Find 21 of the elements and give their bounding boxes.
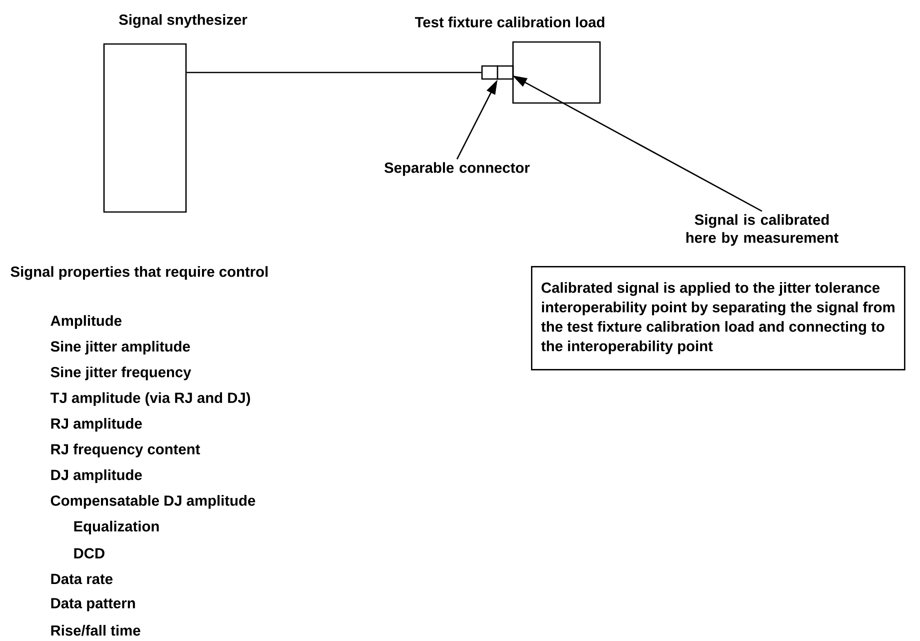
list-heading: Signal properties that require control xyxy=(10,266,268,280)
connector-drawing xyxy=(481,65,514,80)
list-item: Amplitude xyxy=(50,315,122,329)
note-box: Calibrated signal is applied to the jitter tolerance interoperability point by separating the signal from the test fixture calibration load and connecting to the interoperability point xyxy=(531,266,906,370)
callout-text: Separable connector xyxy=(384,162,530,176)
list-item: Compensatable DJ amplitude xyxy=(50,495,256,509)
list-item: DJ amplitude xyxy=(51,469,142,484)
callout-text: Signal is calibrated here by measurement xyxy=(686,214,838,246)
list-item: Sine jitter frequency xyxy=(50,366,192,380)
list-item: Equalization xyxy=(74,520,159,534)
list-item: TJ amplitude (via RJ and DJ) xyxy=(50,392,250,406)
list-item: RJ frequency content xyxy=(51,444,200,458)
list-item: Data rate xyxy=(51,574,113,584)
list-item: Data pattern xyxy=(51,598,135,612)
list-item: Rise/fall time xyxy=(51,624,140,636)
list-item: DCD xyxy=(74,548,104,558)
device-label: Test fixture calibration load xyxy=(414,16,604,28)
list-item: RJ amplitude xyxy=(51,418,142,432)
cable-line xyxy=(186,72,482,74)
list-item: Sine jitter amplitude xyxy=(50,340,190,355)
device-label: Signal snythesizer xyxy=(119,14,248,28)
